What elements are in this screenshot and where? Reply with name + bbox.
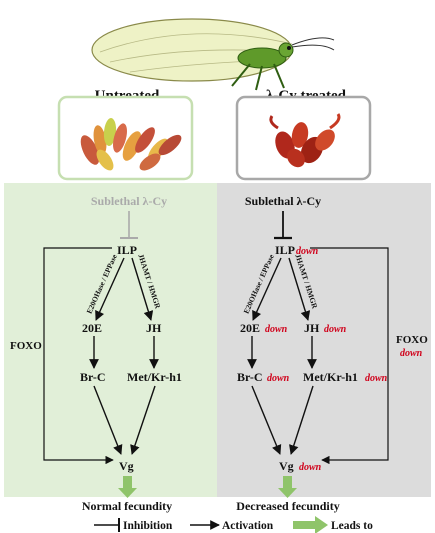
left-ilp-to-20e-arrow [95, 257, 125, 321]
left-20e-label: 20E [82, 321, 102, 335]
right-met-to-vg-arrow [289, 385, 314, 455]
left-sublethal-label: Sublethal λ-Cy [91, 194, 167, 208]
right-leads-to-arrow-head [278, 488, 297, 498]
right-ilp-label: ILP [275, 243, 295, 257]
left-leads-to-arrow-head [118, 488, 137, 498]
right-20e-label: 20E [240, 321, 260, 335]
right-sublethal-label: Sublethal λ-Cy [245, 194, 321, 208]
left-leads-to-arrow-body [123, 476, 132, 488]
legend-inhibition-label: Inhibition [123, 520, 173, 532]
untreated-pathway-panel [4, 183, 217, 497]
right-jh-down: down [324, 324, 347, 335]
legend-activation-label: Activation [222, 520, 274, 532]
right-foxo-down: down [400, 348, 423, 359]
left-ilp-label: ILP [117, 243, 137, 257]
legend-leads-to-body [293, 521, 315, 529]
left-ilp-to-jh-arrow [131, 257, 154, 321]
lacewing-illustration [91, 18, 335, 91]
legend-leads-to-label: Leads to [331, 520, 373, 532]
right-brc-down: down [267, 373, 290, 384]
treated-ovary-image [269, 113, 341, 168]
right-jh-label: JH [304, 321, 320, 335]
right-outcome-label: Decreased fecundity [236, 499, 339, 513]
left-brc-label: Br-C [80, 370, 106, 384]
right-foxo-path [310, 247, 389, 465]
right-vg-down: down [299, 462, 322, 473]
right-met-label: Met/Kr-h1 [303, 370, 358, 384]
right-vg-label: Vg [279, 459, 294, 473]
left-met-to-vg-arrow [130, 385, 156, 455]
right-ilp-down: down [296, 246, 319, 257]
right-brc-label: Br-C [237, 370, 263, 384]
right-leads-to-arrow-body [283, 476, 292, 488]
right-ilp-to-jh-arrow [288, 257, 311, 321]
left-outcome-label: Normal fecundity [82, 499, 172, 513]
right-met-down: down [365, 373, 388, 384]
legend-leads-to-head [315, 516, 328, 533]
left-foxo-path [43, 247, 114, 465]
left-jh-label: JH [146, 321, 162, 335]
left-foxo-label: FOXO [10, 340, 42, 352]
untreated-ovary-image [80, 118, 182, 171]
right-brc-to-vg-arrow [251, 385, 282, 455]
right-20e-down: down [265, 324, 288, 335]
right-ilp-to-20e-arrow [252, 257, 282, 321]
legend: Inhibition Activation Leads to [94, 516, 373, 533]
left-brc-to-vg-arrow [93, 385, 123, 455]
left-vg-label: Vg [119, 459, 134, 473]
left-met-label: Met/Kr-h1 [127, 370, 182, 384]
right-foxo-label: FOXO [396, 334, 428, 346]
